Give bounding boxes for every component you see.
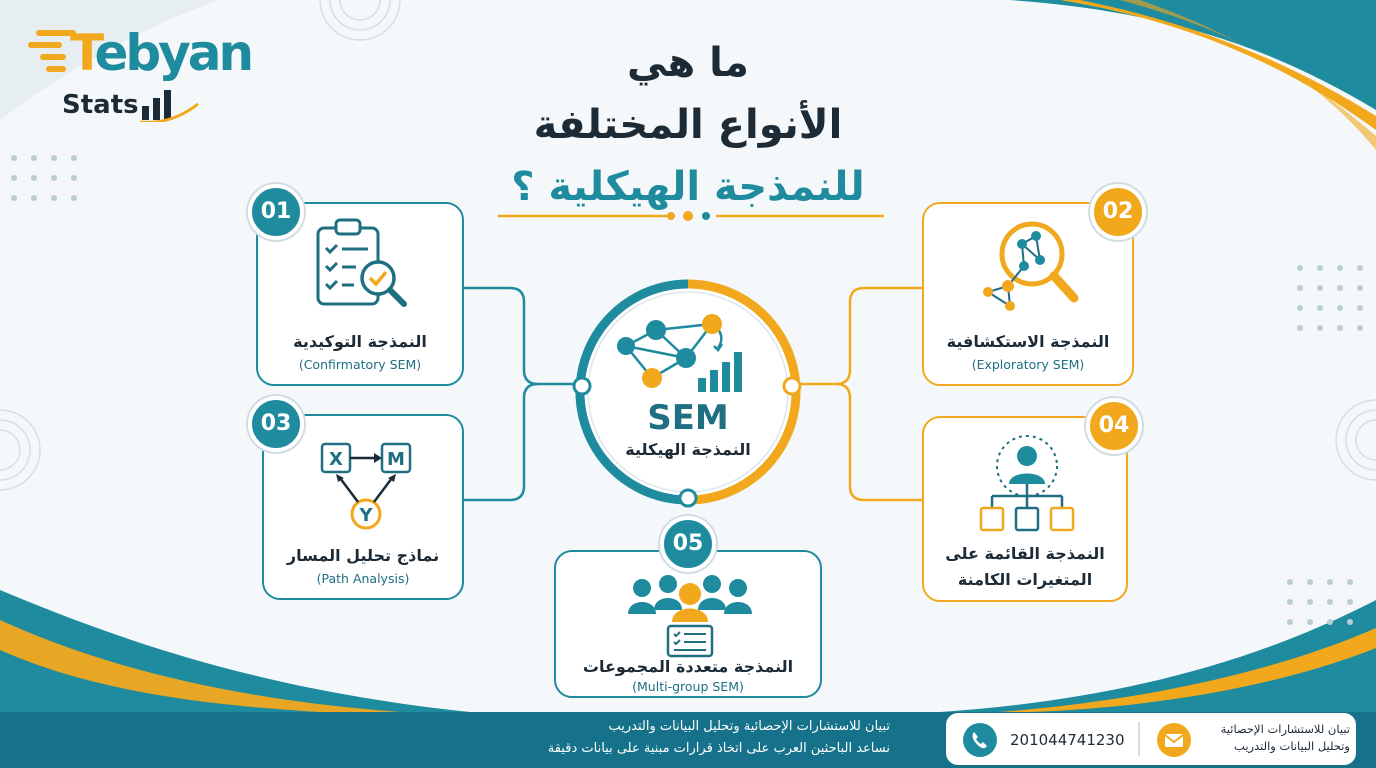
page-title: ما هي الأنواع المختلفة للنمذجة الهيكلية … [488,32,888,218]
card-02-badge: 02 [1090,184,1146,240]
card-01-badge: 01 [248,184,304,240]
contact-org-line-1: تبيان للاستشارات الإحصائية [1220,722,1350,736]
card-latent-variables: النمذجة القائمة على المتغيرات الكامنة [922,416,1128,602]
card-confirmatory-sem: النمذجة التوكيدية (Confirmatory SEM) [256,202,464,386]
title-line-3: للنمذجة الهيكلية ؟ [511,164,865,210]
mail-icon[interactable] [1156,722,1192,758]
card-01-sub: (Confirmatory SEM) [298,357,422,372]
center-sem-label: النمذجة الهيكلية [625,440,751,459]
card-03-badge: 03 [248,396,304,452]
phone-number[interactable]: 201044741230 [1010,731,1125,749]
contact-org-line-2: وتحليل البيانات والتدريب [1234,739,1350,753]
logo-bars-icon [140,90,199,122]
contact-box [946,713,1356,765]
title-line-2: الأنواع المختلفة [533,102,843,148]
logo-wordmark: Tebyan [70,24,254,82]
path-diagram-icon: X M Y [320,442,412,530]
card-01-label: النمذجة التوكيدية [293,332,427,351]
latent-hierarchy-icon [979,435,1075,532]
path-node-m: M [387,449,405,470]
card-04-label-line1: النمذجة القائمة على [945,544,1105,563]
card-multigroup-sem: النمذجة متعددة المجموعات (Multi-group SE… [554,550,822,698]
people-group-icon [628,575,752,658]
logo-subtitle: Stats [62,90,139,120]
card-05-badge: 05 [660,516,716,572]
card-03-label: نماذج تحليل المسار [286,546,440,565]
title-line-1: ما هي [627,40,749,86]
card-03-sub: (Path Analysis) [316,571,410,586]
card-04-label-line2: المتغيرات الكامنة [957,570,1093,589]
card-05-label: النمذجة متعددة المجموعات [582,657,794,676]
contact-divider [1138,722,1140,756]
card-02-sub: (Exploratory SEM) [971,357,1085,372]
card-path-analysis: X M Y نماذج تحليل المسار (Path Analysis) [262,414,464,600]
clipboard-check-icon [316,218,407,307]
center-sem-abbr: SEM [647,398,729,438]
magnifier-network-icon [983,221,1079,311]
footer-line-1: تبيان للاستشارات الإحصائية وتحليل البيان… [608,719,890,734]
path-node-y: Y [358,505,373,526]
contact-org-name: تبيان للاستشارات الإحصائية وتحليل البيان… [1196,721,1350,755]
card-05-sub: (Multi-group SEM) [632,679,744,694]
tebyan-logo: Tebyan Stats [22,22,254,132]
logo-speed-lines [28,30,76,72]
card-04-badge: 04 [1086,398,1142,454]
network-chart-icon [617,314,742,392]
phone-icon[interactable] [962,722,998,758]
card-02-label: النمذجة الاستكشافية [946,332,1110,351]
footer-tagline: تبيان للاستشارات الإحصائية وتحليل البيان… [470,716,890,760]
footer-line-2: نساعد الباحثين العرب على اتخاذ قرارات مب… [547,741,890,756]
path-node-x: X [329,449,343,470]
